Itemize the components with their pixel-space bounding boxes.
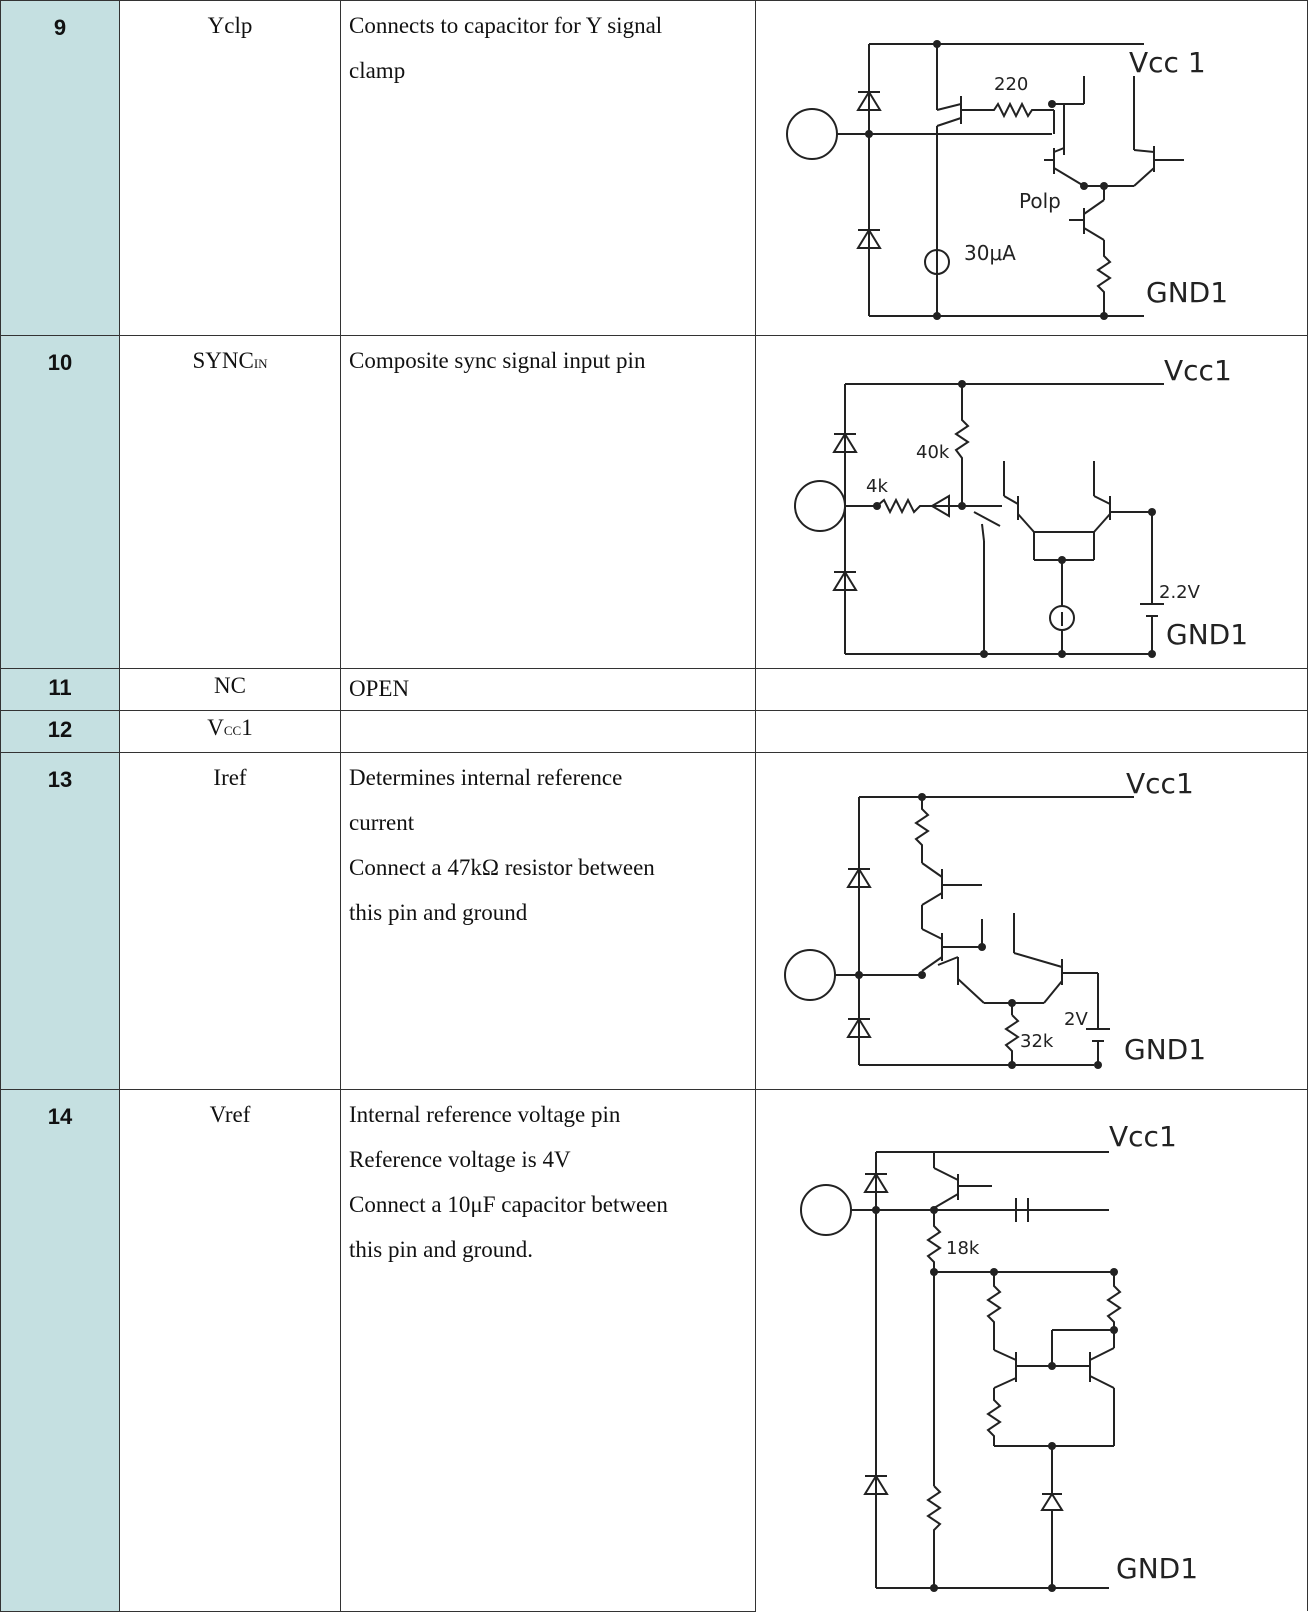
pin-function xyxy=(340,710,756,753)
diode xyxy=(846,1017,872,1038)
pin-name: NC xyxy=(119,668,341,711)
pin-number: 10 xyxy=(0,335,120,669)
function-line: clamp xyxy=(349,58,406,83)
gnd-label: GND1 xyxy=(1124,1033,1206,1066)
row-divider xyxy=(754,0,1308,1)
table-row: 9 Yclp Connects to capacitor for Y signa… xyxy=(0,0,756,336)
equivalent-circuit-pin10: Vcc1 40k 4k 2.2V GND1 xyxy=(794,354,1248,658)
diode xyxy=(856,90,882,111)
pin-number: 14 xyxy=(0,1089,120,1612)
function-line: Reference voltage is 4V xyxy=(349,1147,571,1172)
gnd-label: GND1 xyxy=(1166,618,1248,651)
pin-number: 9 xyxy=(0,0,120,336)
transistor-label: Polp xyxy=(1019,189,1061,213)
pin-function: OPEN xyxy=(340,668,756,711)
vcc-label: Vcc 1 xyxy=(1129,46,1206,79)
resistor-label: 40k xyxy=(916,442,950,463)
function-line: Connects to capacitor for Y signal xyxy=(349,13,663,38)
pin-table: 9 Yclp Connects to capacitor for Y signa… xyxy=(0,0,756,1612)
current-source-label: 30μA xyxy=(964,241,1016,265)
pin-terminal xyxy=(794,480,846,532)
pin-function: Determines internal reference current Co… xyxy=(340,752,756,1090)
pin-number: 12 xyxy=(0,710,120,753)
equivalent-circuit-pin14: Vcc1 18k GND1 xyxy=(800,1120,1198,1592)
equivalent-circuit-pin13: Vcc1 32k 2V GND1 xyxy=(784,767,1206,1069)
function-line: Composite sync signal input pin xyxy=(349,348,646,373)
row-divider xyxy=(754,335,1308,336)
pin-name: Iref xyxy=(119,752,341,1090)
vcc-label: Vcc1 xyxy=(1126,767,1194,800)
function-line: Connect a 10μF capacitor between xyxy=(349,1192,668,1217)
pin-number: 13 xyxy=(0,752,120,1090)
diode xyxy=(846,867,872,888)
function-line: Determines internal reference xyxy=(349,765,623,790)
diode xyxy=(863,1474,889,1495)
resistor-label: 18k xyxy=(946,1238,980,1259)
function-line: Connect a 47kΩ resistor between xyxy=(349,855,655,880)
pin-function: Connects to capacitor for Y signal clamp xyxy=(340,0,756,336)
function-line: Internal reference voltage pin xyxy=(349,1102,621,1127)
diode xyxy=(856,228,882,249)
diode xyxy=(832,432,858,453)
diode xyxy=(1040,1492,1064,1511)
pin-terminal xyxy=(784,949,836,1001)
pin-terminal xyxy=(800,1184,852,1236)
table-row: 11 NC OPEN xyxy=(0,668,756,711)
function-line: OPEN xyxy=(349,676,410,701)
diode xyxy=(863,1172,889,1193)
resistor-label: 4k xyxy=(866,476,888,497)
resistor-label: 220 xyxy=(994,74,1028,95)
gnd-label: GND1 xyxy=(1116,1552,1198,1585)
gnd-label: GND1 xyxy=(1146,276,1228,309)
diode xyxy=(832,570,858,591)
resistor-label: 32k xyxy=(1020,1031,1054,1052)
pin-terminal xyxy=(786,108,838,160)
row-divider xyxy=(754,1089,1308,1090)
pin-function: Internal reference voltage pin Reference… xyxy=(340,1089,756,1612)
row-divider xyxy=(754,710,1308,711)
pin-function: Composite sync signal input pin xyxy=(340,335,756,669)
function-line: this pin and ground xyxy=(349,900,528,925)
pin-name: Yclp xyxy=(119,0,341,336)
voltage-label: 2.2V xyxy=(1159,582,1201,603)
pin-name: Vref xyxy=(119,1089,341,1612)
pin-name: VCC1 xyxy=(119,710,341,753)
voltage-label: 2V xyxy=(1064,1009,1088,1030)
pin-name: SYNCIN xyxy=(119,335,341,669)
table-row: 13 Iref Determines internal reference cu… xyxy=(0,752,756,1090)
function-line: this pin and ground. xyxy=(349,1237,533,1262)
row-divider xyxy=(754,752,1308,753)
vcc-label: Vcc1 xyxy=(1109,1120,1177,1153)
table-row: 14 Vref Internal reference voltage pin R… xyxy=(0,1089,756,1612)
pin-number: 11 xyxy=(0,668,120,711)
row-divider xyxy=(754,668,1308,669)
diode xyxy=(930,494,950,518)
equivalent-circuit-pin9: Vcc 1 220 Polp 30μA GND1 xyxy=(786,40,1228,320)
table-row: 10 SYNCIN Composite sync signal input pi… xyxy=(0,335,756,669)
table-row: 12 VCC1 xyxy=(0,710,756,753)
function-line: current xyxy=(349,810,415,835)
vcc-label: Vcc1 xyxy=(1164,354,1232,387)
